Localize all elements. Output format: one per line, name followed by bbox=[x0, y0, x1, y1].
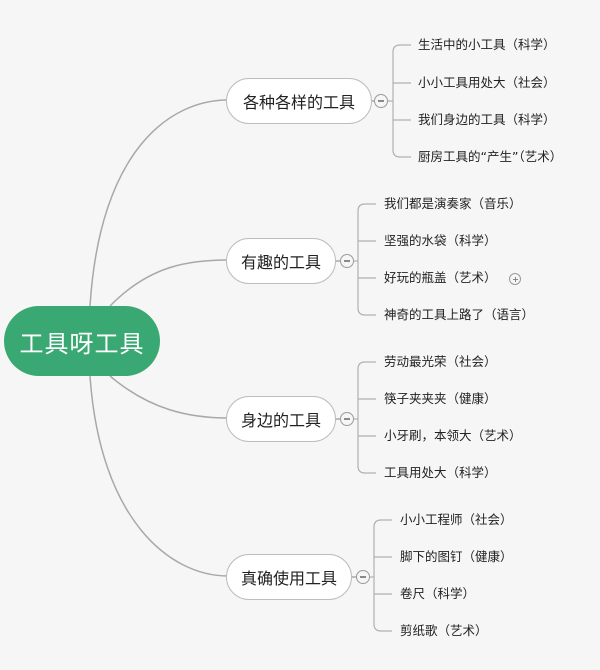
collapse-toggle-icon[interactable] bbox=[340, 412, 354, 426]
leaf-item[interactable]: 坚强的水袋（科学） bbox=[384, 233, 497, 248]
branch-label: 身边的工具 bbox=[240, 411, 321, 430]
leaf-item[interactable]: 生活中的小工具（科学） bbox=[418, 37, 556, 52]
branch-label: 真确使用工具 bbox=[240, 569, 337, 588]
leaf-item[interactable]: 我们都是演奏家（音乐） bbox=[384, 196, 522, 211]
leaf-item[interactable]: 卷尺（科学） bbox=[400, 586, 476, 601]
leaf-item[interactable]: 神奇的工具上路了（语言） bbox=[384, 307, 535, 322]
leaf-bracket bbox=[373, 519, 382, 632]
leaf-item[interactable]: 厨房工具的“产生”（艺术） bbox=[418, 149, 563, 164]
root-branch-connector bbox=[89, 375, 229, 577]
leaf-item[interactable]: 工具用处大（科学） bbox=[384, 465, 497, 480]
leaf-bracket bbox=[392, 44, 401, 158]
root-branch-connector bbox=[109, 375, 229, 419]
leaf-item[interactable]: 我们身边的工具（科学） bbox=[418, 112, 556, 127]
leaf-item[interactable]: 小牙刷，本领大（艺术） bbox=[384, 428, 522, 443]
branch-node-nearby-tools[interactable]: 身边的工具 bbox=[226, 396, 336, 442]
root-branch-connector bbox=[89, 99, 229, 307]
collapse-toggle-icon[interactable] bbox=[340, 254, 354, 268]
leaf-item[interactable]: 劳动最光荣（社会） bbox=[384, 354, 497, 369]
root-branch-connector bbox=[109, 259, 229, 307]
root-node[interactable]: 工具呀工具 bbox=[4, 306, 160, 376]
leaf-item[interactable]: 筷子夹夹夹（健康） bbox=[384, 391, 497, 406]
branch-node-fun-tools[interactable]: 有趣的工具 bbox=[226, 238, 336, 284]
leaf-bracket bbox=[357, 361, 366, 474]
collapse-toggle-icon[interactable] bbox=[356, 570, 370, 584]
root-label: 工具呀工具 bbox=[19, 329, 145, 358]
leaf-item[interactable]: 小小工具用处大（社会） bbox=[418, 75, 556, 90]
leaf-item[interactable]: 脚下的图钉（健康） bbox=[400, 549, 513, 564]
branch-label: 各种各样的工具 bbox=[242, 93, 355, 112]
leaf-item[interactable]: 剪纸歌（艺术） bbox=[400, 623, 488, 638]
leaf-bracket bbox=[357, 203, 366, 316]
branch-label: 有趣的工具 bbox=[240, 253, 321, 272]
branch-node-various-tools[interactable]: 各种各样的工具 bbox=[226, 78, 372, 124]
leaf-item[interactable]: 小小工程师（社会） bbox=[400, 512, 513, 527]
expand-plus-icon[interactable] bbox=[509, 273, 521, 285]
leaf-item[interactable]: 好玩的瓶盖（艺术） bbox=[384, 270, 497, 285]
collapse-toggle-icon[interactable] bbox=[374, 94, 388, 108]
branch-node-correct-use[interactable]: 真确使用工具 bbox=[226, 554, 352, 600]
